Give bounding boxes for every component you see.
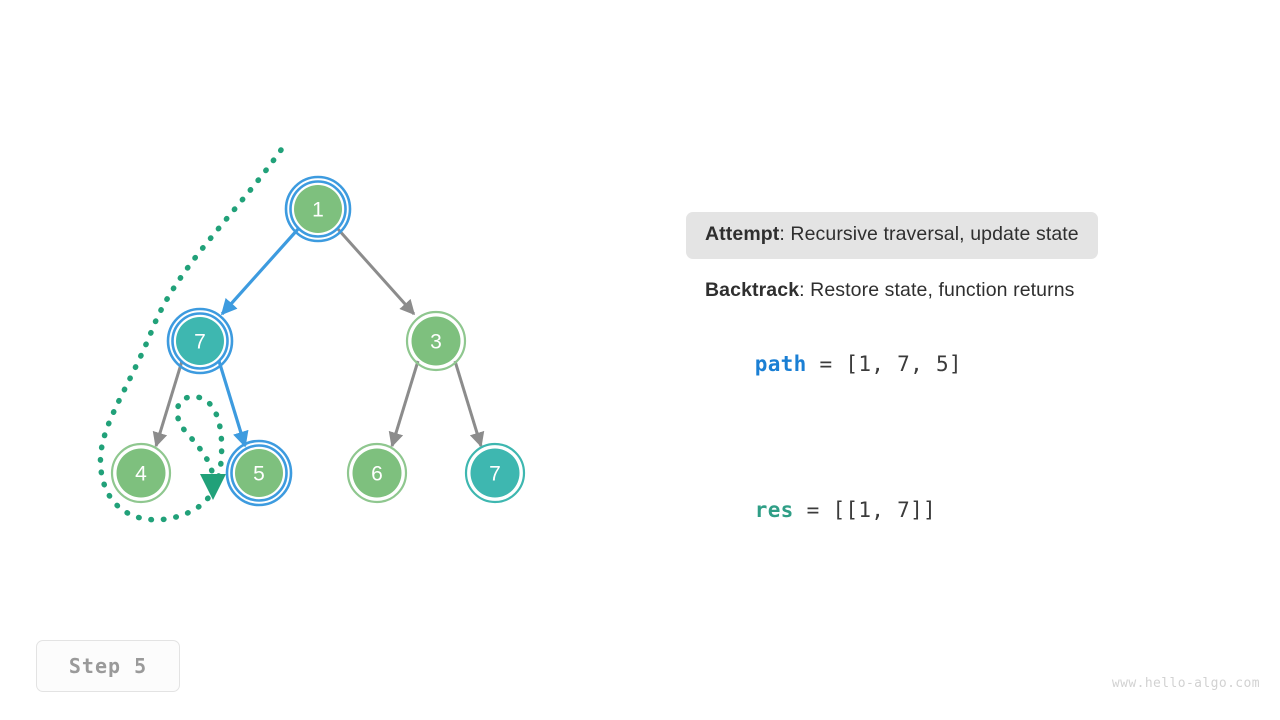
tree-node-7-right[interactable]: 7 <box>464 442 526 504</box>
path-variable-row: path = [1, 7, 5] <box>686 328 1226 400</box>
backtrack-text: : Restore state, function returns <box>799 278 1075 301</box>
tree-node-5-fill <box>235 449 283 497</box>
backtrack-trail-path <box>97 147 284 523</box>
tree-node-5[interactable]: 5 <box>225 439 293 507</box>
res-variable-row: res = [[1, 7]] <box>686 474 1226 546</box>
attempt-text: : Recursive traversal, update state <box>779 223 1079 245</box>
backtrack-description: Backtrack: Restore state, function retur… <box>686 278 1094 301</box>
tree-node-1-fill <box>294 185 342 233</box>
path-variable-name: path <box>754 351 807 376</box>
tree-node-7-left-fill <box>176 317 224 365</box>
edge-1-to-3 <box>335 226 416 316</box>
backtrack-keyword: Backtrack <box>705 278 800 301</box>
tree-node-4-ring <box>110 442 172 504</box>
tree-node-1[interactable]: 1 <box>284 175 352 243</box>
res-variable-name: res <box>754 497 794 522</box>
tree-node-6-ring <box>346 442 408 504</box>
edge-3-to-6 <box>388 360 420 448</box>
edge-7-to-5 <box>217 360 249 448</box>
path-variable-value: = [1, 7, 5] <box>806 351 962 376</box>
tree-node-1-outer-ring <box>284 175 352 243</box>
tree-node-3[interactable]: 3 <box>405 310 467 372</box>
step-badge: Step 5 <box>36 640 180 692</box>
tree-node-5-outer-ring <box>225 439 293 507</box>
tree-node-7-left-outer-ring <box>166 307 234 375</box>
tree-node-3-ring <box>405 310 467 372</box>
backtrack-arrowhead-icon <box>200 474 226 500</box>
edge-1-to-7 <box>220 226 301 316</box>
backtrack-trail <box>97 147 284 523</box>
tree-nodes: 1 7 3 4 5 6 <box>110 175 526 507</box>
tree-node-7-right-fill <box>470 448 520 498</box>
tree-node-1-inner-ring <box>289 180 347 238</box>
recursion-tree-diagram: 1 7 3 4 5 6 <box>97 147 526 523</box>
tree-node-4-fill <box>116 448 166 498</box>
tree-node-6[interactable]: 6 <box>346 442 408 504</box>
tree-node-7-left[interactable]: 7 <box>166 307 234 375</box>
tree-node-4[interactable]: 4 <box>110 442 172 504</box>
edge-7-to-4 <box>152 360 184 448</box>
watermark: www.hello-algo.com <box>1111 676 1260 691</box>
edge-3-to-7 <box>453 360 485 448</box>
attempt-description: Attempt: Recursive traversal, update sta… <box>686 212 1098 259</box>
info-panel: Attempt: Recursive traversal, update sta… <box>686 212 1226 546</box>
res-variable-value: = [[1, 7]] <box>793 497 936 522</box>
tree-node-6-fill <box>352 448 402 498</box>
tree-node-3-fill <box>411 316 461 366</box>
tree-edges <box>152 226 485 448</box>
tree-node-7-right-ring <box>464 442 526 504</box>
tree-node-7-left-inner-ring <box>171 312 229 370</box>
tree-node-5-inner-ring <box>230 444 288 502</box>
attempt-keyword: Attempt <box>705 223 780 245</box>
